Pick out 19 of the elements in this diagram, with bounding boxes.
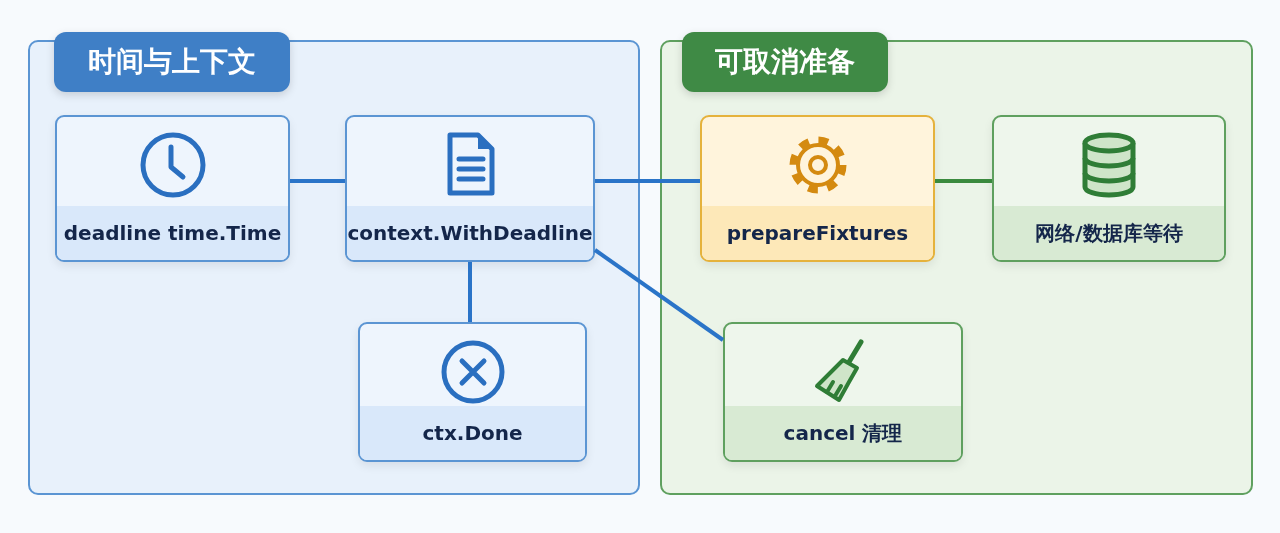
- node-label: prepareFixtures: [702, 206, 933, 260]
- connector-line: [595, 179, 700, 183]
- process-box: [700, 115, 935, 262]
- connector-line: [935, 179, 992, 183]
- node-label: deadline time.Time: [57, 206, 288, 260]
- process-box: [345, 115, 595, 262]
- node-label: 网络/数据库等待: [994, 206, 1224, 260]
- node-label: cancel 清理: [725, 406, 961, 460]
- process-box: [358, 322, 587, 462]
- process-box: [992, 115, 1226, 262]
- node-label: context.WithDeadline: [347, 206, 593, 260]
- connector-line: [290, 179, 345, 183]
- process-box: [723, 322, 963, 462]
- group-heading: 时间与上下文: [54, 32, 290, 92]
- group-heading: 可取消准备: [682, 32, 888, 92]
- connector-line: [593, 248, 725, 342]
- connector-line: [468, 262, 472, 322]
- node-label: ctx.Done: [360, 406, 585, 460]
- process-box: [55, 115, 290, 262]
